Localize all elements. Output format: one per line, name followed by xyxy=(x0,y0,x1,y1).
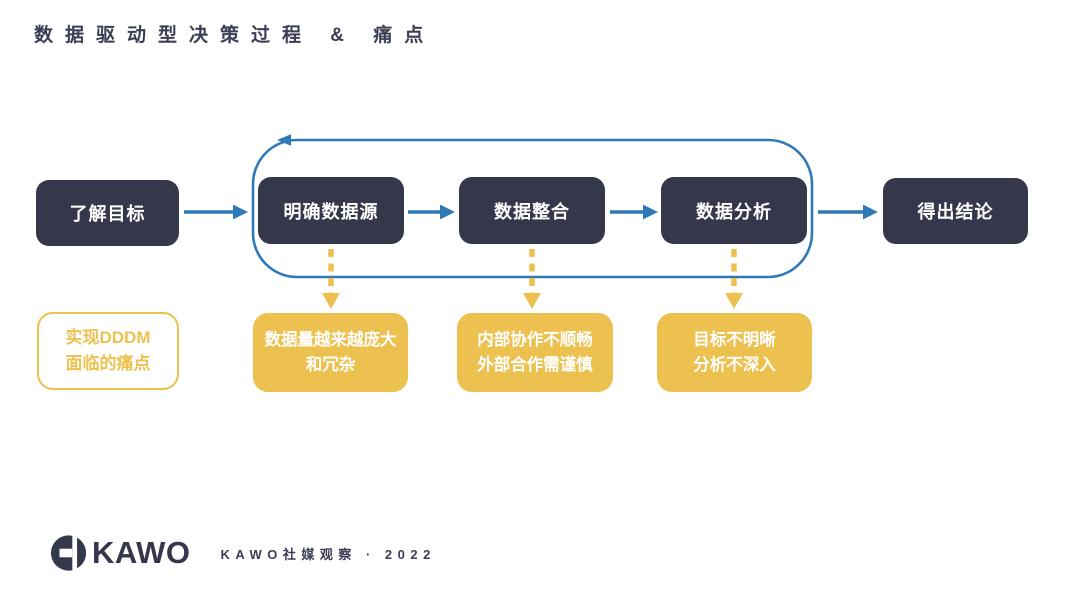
pain-point-line: 目标不明晰 xyxy=(693,330,776,349)
pain-caption-line: 实现DDDM xyxy=(65,328,151,347)
flow-step-label: 数据整合 xyxy=(494,201,570,222)
process-loop-outline xyxy=(251,138,814,279)
kawo-logo-text: KAWO xyxy=(92,535,191,570)
flow-step-label: 数据分析 xyxy=(696,201,772,222)
flow-step-identify-data-sources: 明确数据源 xyxy=(258,177,404,244)
loop-arrowhead-icon xyxy=(277,134,291,146)
flow-step-label: 得出结论 xyxy=(917,202,994,222)
pain-point-line: 外部合作需谨慎 xyxy=(477,355,593,374)
flow-step-label: 了解目标 xyxy=(69,204,146,224)
page-title: 数据驱动型决策过程 & 痛点 xyxy=(34,25,436,46)
pain-caption-line: 面临的痛点 xyxy=(65,354,151,373)
flow-step-data-integration: 数据整合 xyxy=(459,177,605,244)
kawo-logo: KAWO xyxy=(50,534,190,572)
flow-step-label: 明确数据源 xyxy=(283,201,379,222)
pain-point-collaboration: 内部协作不顺畅 外部合作需谨慎 xyxy=(457,313,613,392)
pain-point-line: 数据量越来越庞大 xyxy=(264,330,397,349)
pain-points-caption: 实现DDDM 面临的痛点 xyxy=(37,312,179,390)
pain-point-line: 内部协作不顺畅 xyxy=(477,330,593,349)
flow-step-data-analysis: 数据分析 xyxy=(661,177,807,244)
footer: KAWO KAWO社媒观察 · 2022 xyxy=(50,534,436,572)
pain-point-line: 分析不深入 xyxy=(693,355,776,374)
pain-point-data-volume: 数据量越来越庞大 和冗杂 xyxy=(253,313,408,392)
flow-step-draw-conclusion: 得出结论 xyxy=(883,178,1028,244)
kawo-logo-icon xyxy=(50,535,87,571)
pain-point-line: 和冗杂 xyxy=(305,355,356,374)
arrow-right-heads xyxy=(233,204,878,220)
dashed-arrow-down-icons xyxy=(328,249,737,295)
dashed-arrow-down-heads xyxy=(322,293,743,309)
pain-point-unclear-goals: 目标不明晰 分析不深入 xyxy=(657,313,812,392)
flow-step-understand-goal: 了解目标 xyxy=(36,180,179,246)
footer-caption: KAWO社媒观察 · 2022 xyxy=(220,546,436,562)
